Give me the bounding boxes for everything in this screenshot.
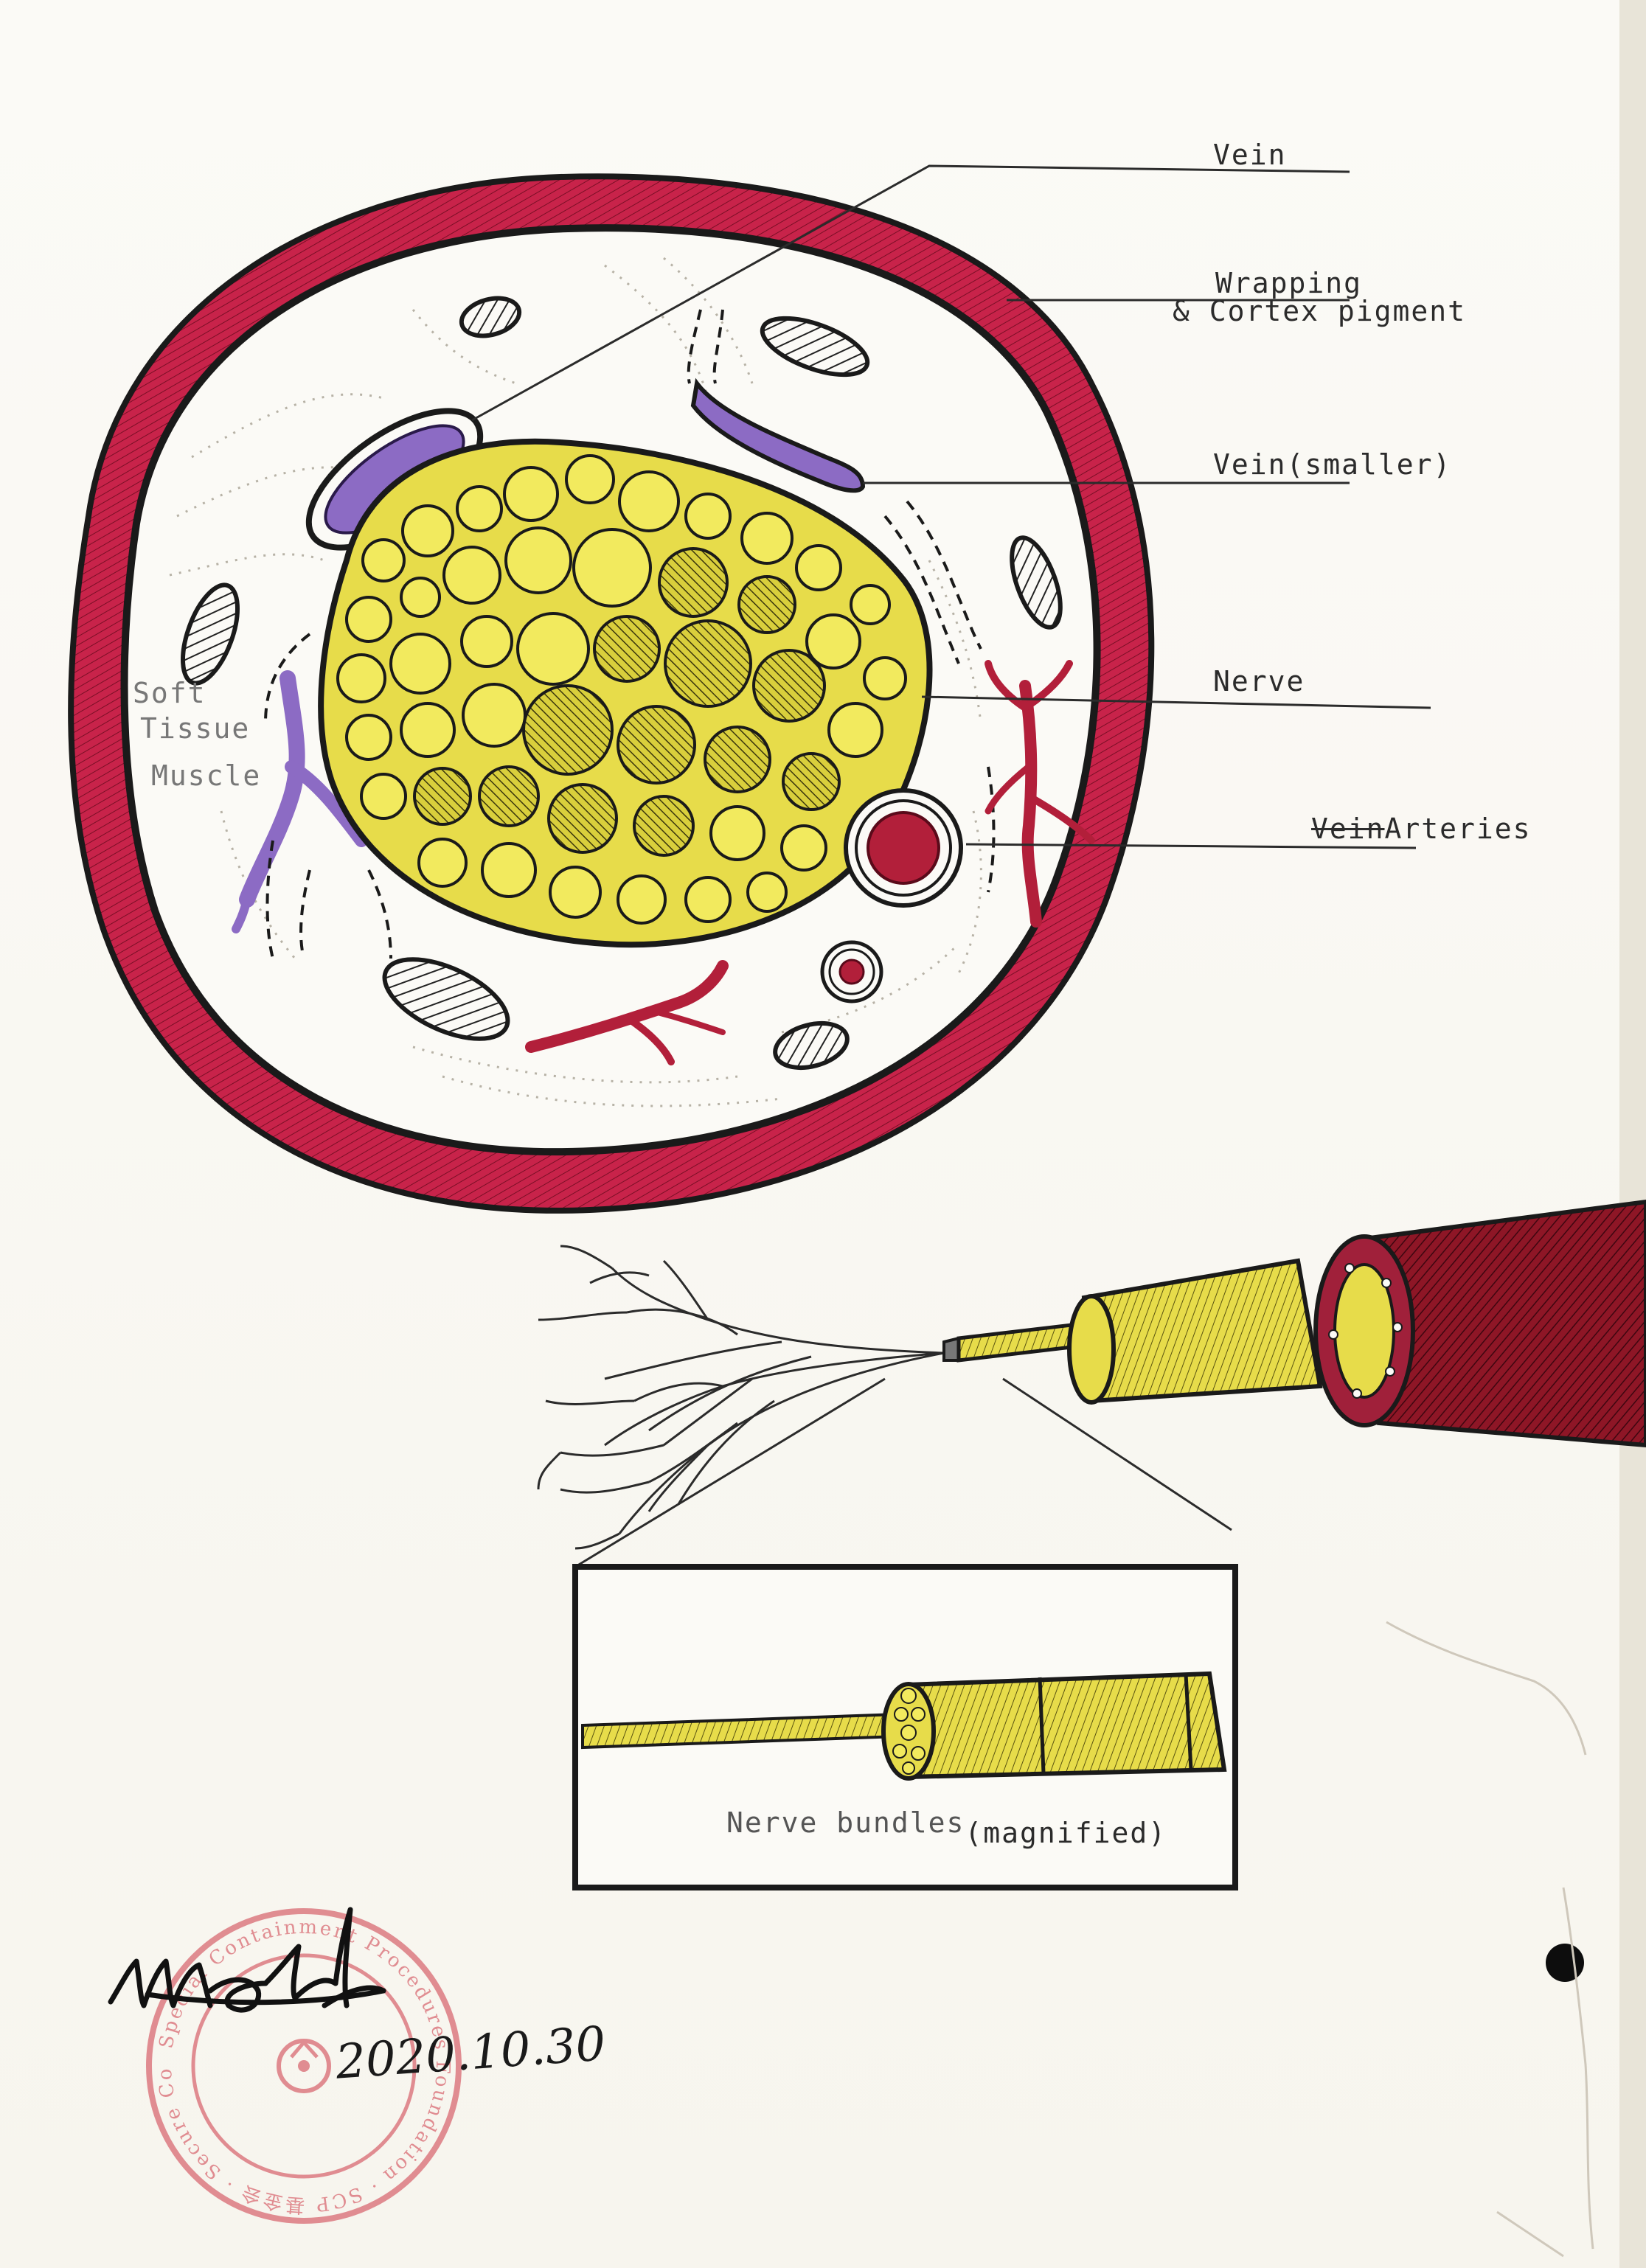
leader-vein — [471, 164, 1350, 422]
hatched-vessel-2 — [760, 316, 870, 378]
signature — [108, 1907, 386, 2013]
hatched-vessels — [181, 296, 1063, 1070]
label-vein-struck: Vein — [1311, 813, 1385, 845]
label-soft-line2: Tissue — [140, 712, 251, 745]
ink-dot — [1546, 1944, 1584, 1982]
artery-small — [820, 940, 883, 1003]
label-magnified: (magnified) — [965, 1817, 1167, 1849]
nerve-fascicles — [336, 454, 907, 925]
nerve-cable-fiber — [956, 1321, 1086, 1363]
nerve-cable-tip — [942, 1336, 960, 1362]
magnified-box — [572, 1564, 1238, 1890]
label-vein: Vein — [1213, 139, 1287, 171]
dashed-contours — [264, 309, 996, 959]
label-soft-line1: Soft — [133, 677, 206, 709]
hatched-vessel-1 — [459, 296, 522, 338]
hatched-vessel-3 — [181, 582, 240, 686]
paper-creases — [1386, 1621, 1594, 2258]
label-wrapping-line1: Wrapping — [1215, 267, 1363, 299]
artery-branch-right — [985, 660, 1095, 928]
cross-section — [68, 164, 1431, 1214]
label-wrapping-line2: & Cortex pigment — [1173, 295, 1467, 327]
vein-smaller — [690, 378, 866, 493]
label-nerve-bundles-group: Nerve bundles(magnified) — [726, 1806, 1167, 1849]
nerve-core — [318, 438, 933, 948]
vein-branching-left — [232, 670, 368, 933]
label-arteries: Arteries — [1384, 813, 1532, 845]
paper-edge-shadow — [1619, 0, 1646, 2268]
leader-nerve — [921, 695, 1431, 709]
magnified-bundle — [905, 1671, 1227, 1780]
leader-arteries — [965, 843, 1417, 849]
label-nerve: Nerve — [1213, 665, 1305, 698]
artery-large — [844, 788, 963, 908]
magnifier-lines — [574, 1377, 1232, 1568]
label-nerve-bundles: Nerve bundles — [726, 1806, 965, 1839]
nerve-cable-fascicle — [1081, 1258, 1323, 1404]
label-soft-line3: Muscle — [151, 759, 262, 792]
nerve-fiber-endings — [537, 1245, 945, 1550]
hatched-vessel-4 — [1010, 535, 1063, 630]
nerve-cable — [537, 1199, 1646, 1568]
hatched-vessel-5 — [382, 957, 510, 1041]
artery-branch-bottom — [525, 960, 729, 1065]
soft-tissue-stipple — [169, 257, 982, 1107]
leader-lines — [471, 164, 1431, 849]
label-vein-smaller: Vein(smaller) — [1213, 448, 1452, 481]
hatched-vessel-6 — [773, 1021, 850, 1070]
vein-large — [305, 408, 484, 551]
label-arteries-group: VeinArteries — [1311, 813, 1532, 845]
